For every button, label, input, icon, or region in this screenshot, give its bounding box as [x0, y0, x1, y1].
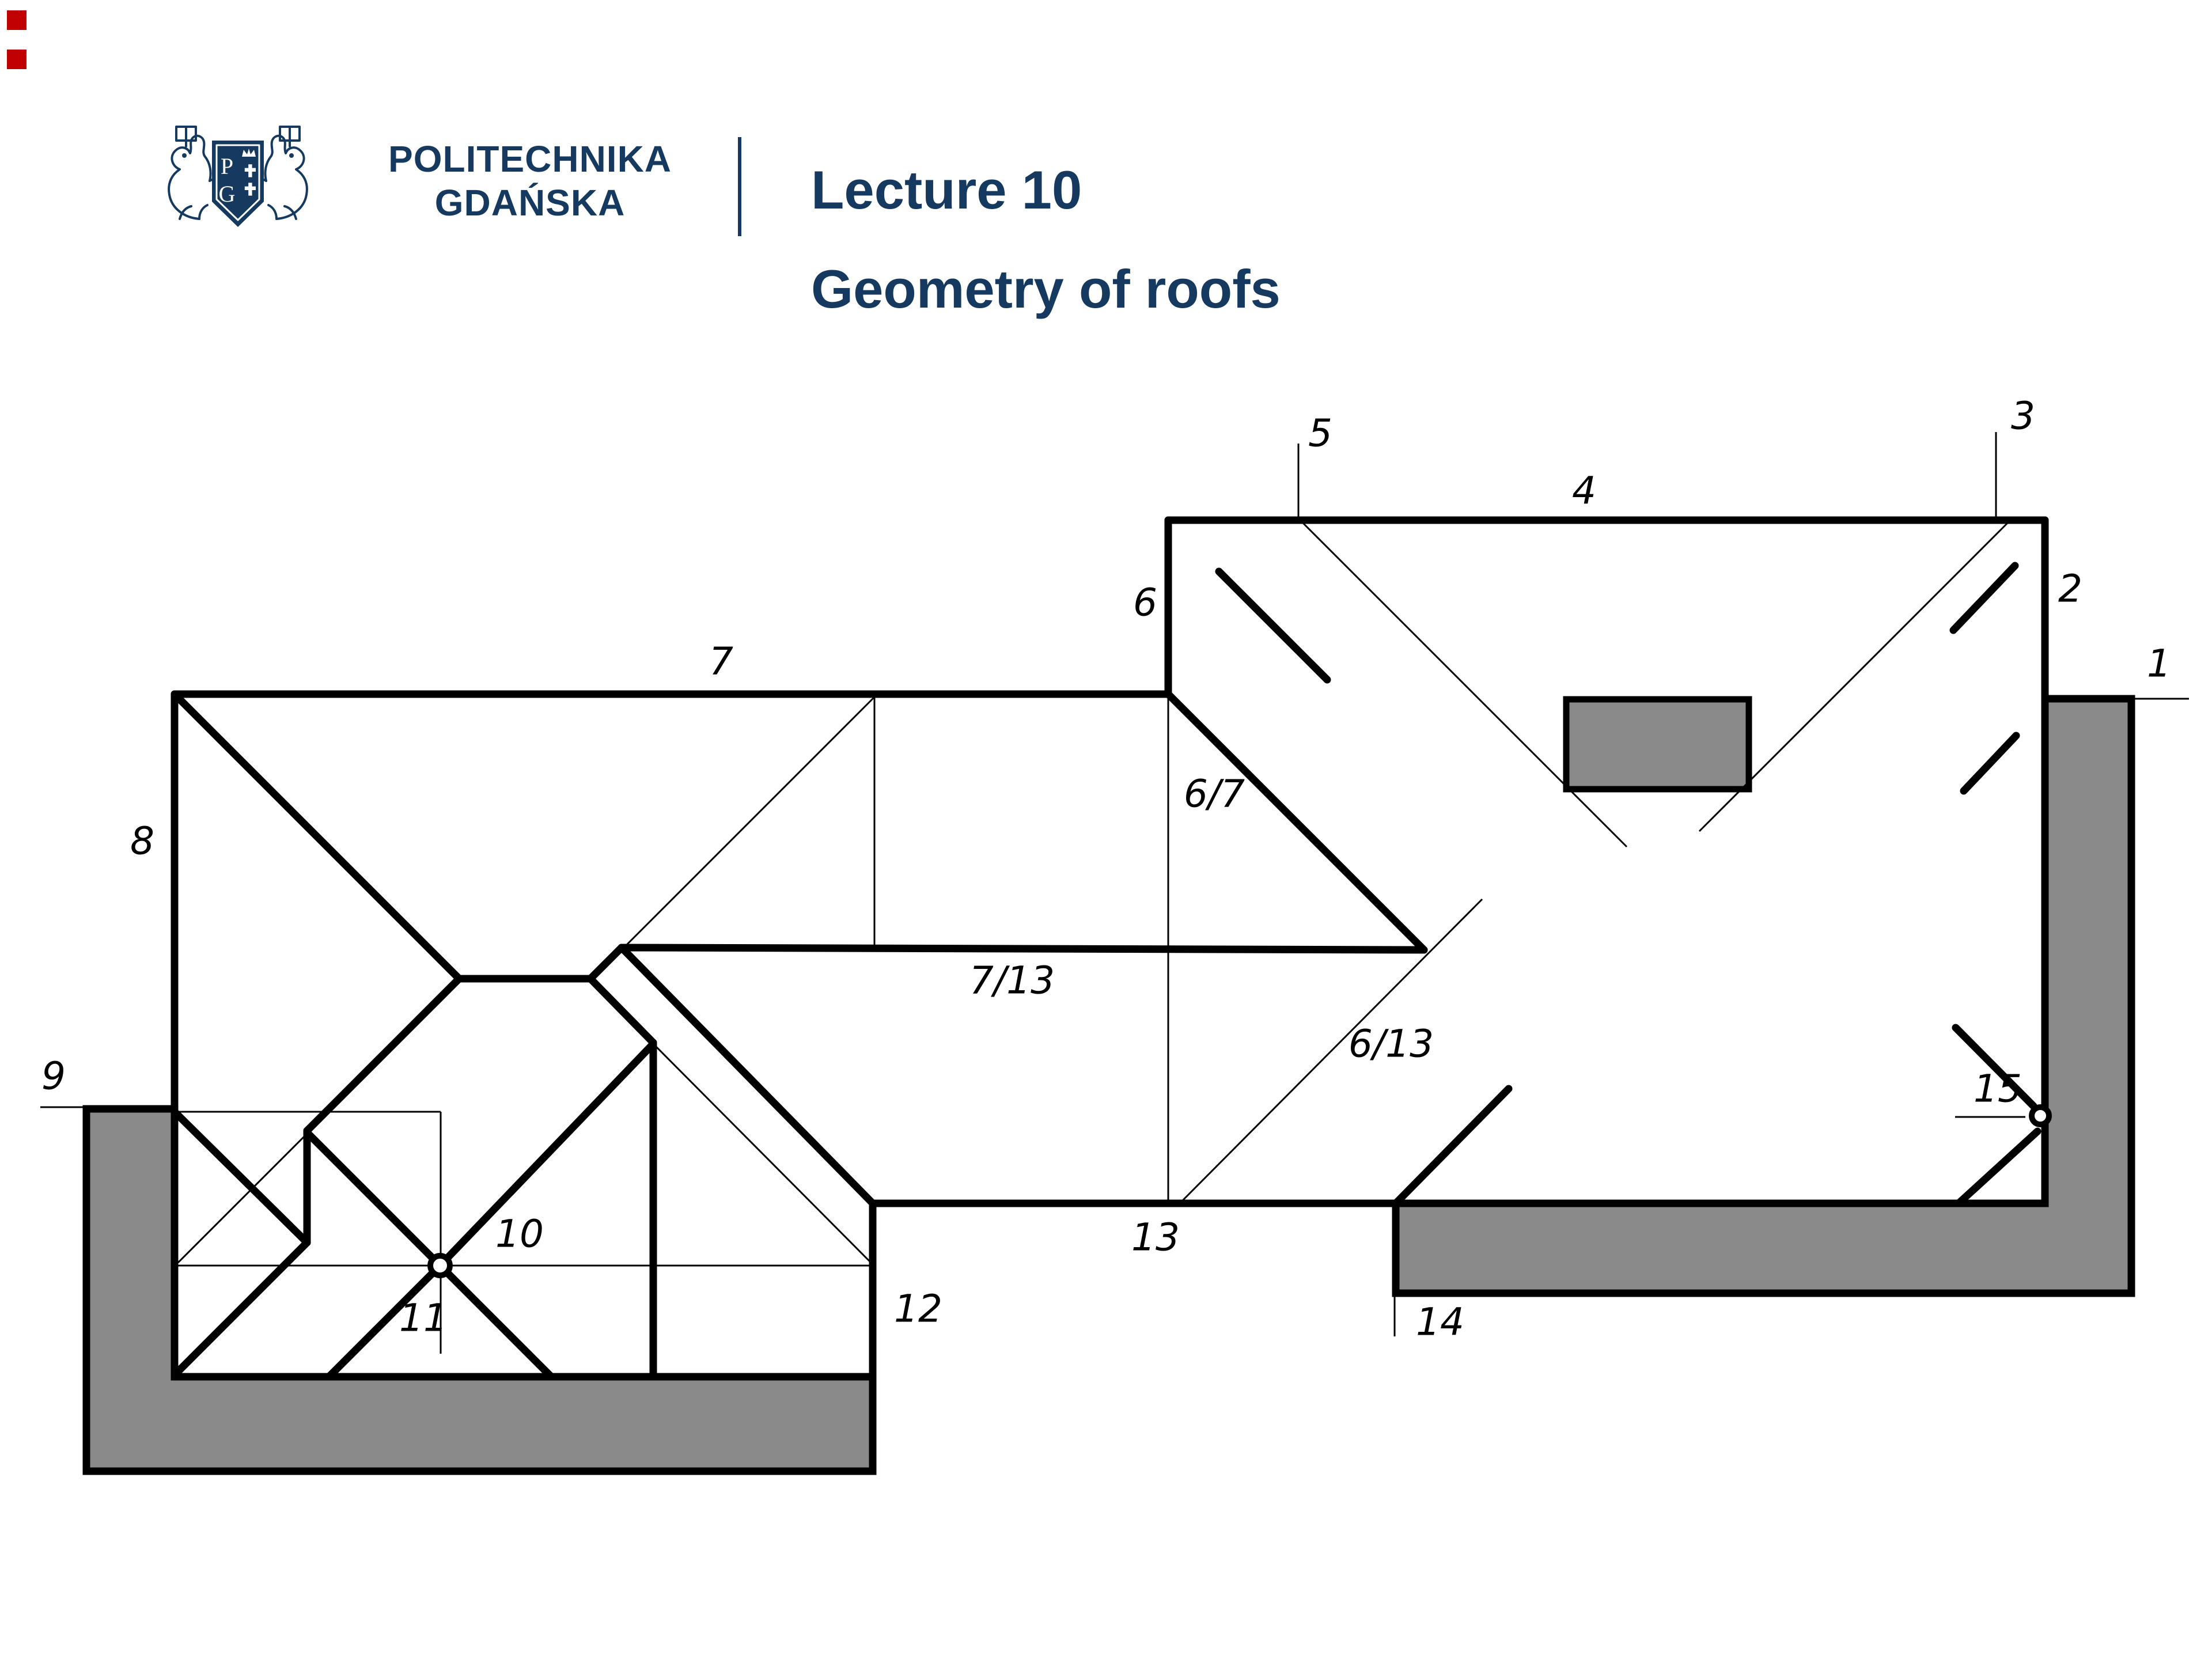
- hip-topleft: [171, 690, 463, 983]
- hip-seg-c: [1960, 732, 2020, 795]
- diagram-label-8: 8: [130, 819, 154, 863]
- university-name-line2: GDAŃSKA: [434, 182, 626, 224]
- x-arm-nw: [303, 1128, 444, 1270]
- lion-left-icon: [168, 126, 222, 220]
- hip-6-7: [1164, 690, 1428, 954]
- construction-d3: [177, 1131, 310, 1264]
- diagram-label-14: 14: [1416, 1300, 1464, 1344]
- lecture-title-block: Lecture 10 Geometry of roofs: [811, 141, 1281, 339]
- hip-to-wall: [586, 975, 657, 1047]
- diagram-label-15: 15: [1974, 1067, 2022, 1111]
- hip-short-up: [586, 944, 626, 983]
- valley-3: [1698, 520, 2010, 832]
- node-15: [2029, 1104, 2052, 1127]
- hip-seg-a: [1215, 567, 1331, 684]
- diagram-label-3: 3: [2011, 394, 2035, 438]
- construction-d1: [624, 696, 876, 948]
- cross-icon: [244, 183, 256, 196]
- ridge-main: [618, 944, 1428, 954]
- hip-seg-e: [1952, 1024, 2037, 1110]
- shield-letter-g: G: [219, 181, 236, 207]
- diagram-label-2: 2: [2058, 567, 2082, 611]
- construction-d2: [652, 1043, 874, 1266]
- x-arm-sw: [325, 1262, 444, 1381]
- crown-icon: [242, 149, 256, 157]
- pg-shield-icon: P G: [212, 141, 264, 227]
- diagram-label-5: 5: [1308, 411, 1332, 456]
- diag-to-eave: [172, 1238, 311, 1378]
- hip-seg-b: [1949, 562, 2019, 634]
- diagram-label-7-13: 7/13: [969, 959, 1055, 1003]
- diagram-label-10: 10: [495, 1212, 544, 1256]
- diagram-label-1: 1: [2147, 642, 2171, 686]
- diagram-label-9: 9: [41, 1054, 66, 1099]
- hip-left-down: [303, 975, 463, 1135]
- diagram-label-6-13: 6/13: [1349, 1022, 1434, 1066]
- header-divider: [738, 137, 741, 236]
- corner-mark: [7, 50, 26, 69]
- diagram-label-6-7: 6/7: [1184, 772, 1245, 816]
- diagram-label-13: 13: [1131, 1215, 1180, 1260]
- university-logo: P G: [168, 126, 308, 227]
- corner-mark: [7, 10, 26, 30]
- university-name-line1: POLITECHNIKA: [388, 138, 672, 180]
- lecture-number: Lecture 10: [811, 160, 1082, 220]
- valley-5: [1300, 520, 1628, 848]
- hip-to-step: [618, 944, 877, 1207]
- node-10: [427, 1253, 453, 1278]
- diagram-label-12: 12: [894, 1287, 942, 1331]
- cross-icon: [244, 164, 256, 177]
- diag-gray-corner: [171, 1108, 311, 1247]
- x-arm-se: [436, 1262, 555, 1381]
- diagram-label-4: 4: [1572, 469, 1596, 513]
- hip-seg-f: [1955, 1127, 2041, 1207]
- university-name: POLITECHNIKA GDAŃSKA: [357, 137, 703, 225]
- diagram-label-6: 6: [1133, 581, 1157, 625]
- lion-right-icon: [254, 126, 308, 220]
- diagram-label-11: 11: [399, 1296, 448, 1340]
- slide-header: P G POLITECHNIKA GDAŃSKA Lecture 10 Geom…: [0, 0, 2212, 323]
- hip-seg-d: [1392, 1085, 1513, 1207]
- chimney: [1563, 696, 1752, 793]
- lecture-topic: Geometry of roofs: [811, 259, 1281, 319]
- diagram-label-7: 7: [709, 639, 733, 684]
- line-6-13: [1179, 898, 1483, 1205]
- left-terrace: [82, 1105, 877, 1475]
- x-arm-ne: [436, 1040, 657, 1270]
- shield-letter-p: P: [221, 153, 233, 179]
